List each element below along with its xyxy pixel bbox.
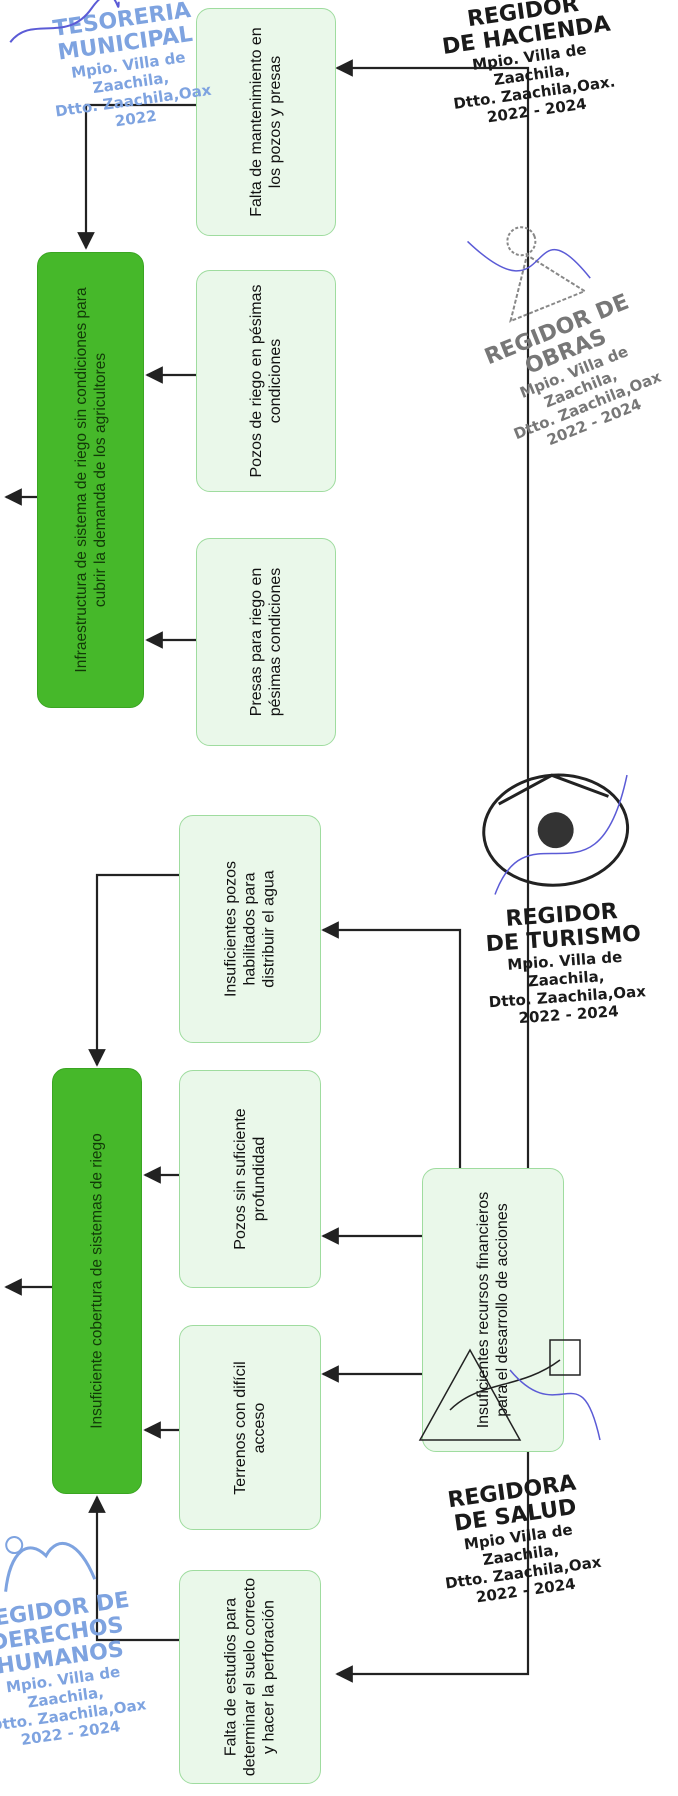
stamp-tesoreria: TESORERIA MUNICIPAL Mpio. Villa de Zaach… (9, 0, 215, 138)
cause-label: Terrenos con difícil acceso (232, 1360, 268, 1495)
arrow-mant-to-infra (77, 103, 196, 250)
root-cause-box: Insuficientes recursos financieros para … (422, 1168, 564, 1452)
cause-box-presas-pesimas: Presas para riego en pésimas condiciones (196, 538, 336, 746)
cause-box-pozos-profundidad: Pozos sin suficiente profundidad (179, 1070, 321, 1288)
arrow-root-to-estudios (335, 1452, 530, 1683)
signature-scribble (9, 0, 120, 43)
sketch-drawing (418, 1339, 601, 1441)
stamp-regidor-obras: REGIDOR DE OBRAS Mpio. Villa de Zaachila… (437, 184, 671, 460)
cause-box-estudios: Falta de estudios para determinar el sue… (179, 1570, 321, 1784)
cause-label: Falta de mantenimiento en los pozos y pr… (248, 27, 284, 217)
cause-box-pozos-pesimas: Pozos de riego en pésimas condiciones (196, 270, 336, 492)
main-problem-label: Insuficiente cobertura de sistemas de ri… (88, 1133, 106, 1429)
main-problem-box-infraestructura: Infraestructura de sistema de riego sin … (37, 252, 144, 708)
stamp-regidor-turismo: REGIDOR DE TURISMO Mpio. Villa de Zaachi… (466, 754, 654, 1029)
cause-box-mantenimiento: Falta de mantenimiento en los pozos y pr… (196, 8, 336, 236)
cause-label: Presas para riego en pésimas condiciones (248, 567, 284, 717)
seal-dance-figure-icon (482, 773, 630, 895)
cause-label: Pozos sin suficiente profundidad (232, 1108, 268, 1250)
arrow-root-to-mant (335, 59, 530, 1168)
arrow-root-to-insuf (321, 921, 462, 1168)
cause-label: Pozos de riego en pésimas condiciones (248, 284, 284, 478)
cause-box-terrenos: Terrenos con difícil acceso (179, 1325, 321, 1530)
stamp-regidor-derechos-humanos: REGIDOR DE DERECHOS HUMANOS Mpio. Villa … (0, 1515, 150, 1753)
cause-box-insuficientes-pozos: Insuficientes pozos habilitados para dis… (179, 815, 321, 1043)
cause-label: Falta de estudios para determinar el sue… (222, 1577, 278, 1777)
arrow-estudios-to-cobertura (88, 1495, 179, 1642)
cause-label: Insuficientes pozos habilitados para dis… (222, 860, 278, 998)
main-problem-label: Infraestructura de sistema de riego sin … (72, 287, 109, 673)
main-problem-box-cobertura: Insuficiente cobertura de sistemas de ri… (52, 1068, 142, 1494)
seal-hands-icon (3, 1536, 96, 1592)
stamp-regidora-salud: REGIDORA DE SALUD Mpio Villa de Zaachila… (444, 1470, 603, 1607)
seal-figure-icon (466, 226, 591, 323)
arrow-insuf-to-cobertura (88, 873, 179, 1067)
